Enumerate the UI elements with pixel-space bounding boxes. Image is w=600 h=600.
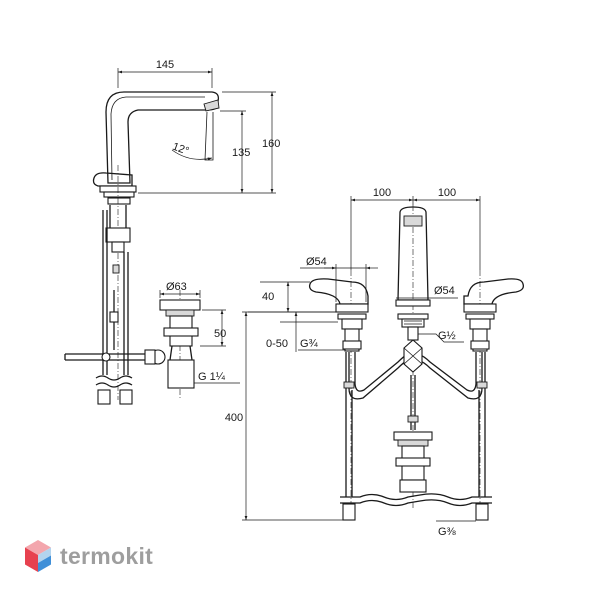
right-handle-base bbox=[463, 303, 497, 313]
dim-spout-thread: G½ bbox=[418, 330, 464, 343]
spout-rosette bbox=[395, 299, 431, 307]
rosette-left-label: Ø54 bbox=[306, 256, 327, 268]
clamp-nut bbox=[111, 241, 125, 253]
spout-connector bbox=[407, 326, 419, 341]
mixer-side-view bbox=[92, 91, 220, 405]
rod-clip bbox=[109, 311, 119, 323]
dim-hose-length: 400 bbox=[225, 311, 343, 521]
dim-outlet-height: 135 bbox=[220, 110, 250, 193]
deck-range-label: 0-50 bbox=[266, 338, 288, 350]
spout-body bbox=[105, 91, 220, 184]
left-handle bbox=[308, 278, 369, 305]
dim-waste-diameter: Ø63 bbox=[159, 281, 201, 298]
waste-right-nut bbox=[395, 457, 431, 467]
fixing-nut bbox=[107, 197, 131, 205]
spout-nut bbox=[401, 318, 425, 328]
rod-joint bbox=[101, 352, 111, 362]
hose-right-inner bbox=[417, 352, 477, 392]
rosette-right-label: Ø54 bbox=[434, 285, 455, 297]
t-piece-cross bbox=[403, 347, 423, 365]
spout-deck bbox=[397, 313, 429, 320]
hose-thread-label: G⅜ bbox=[438, 526, 457, 538]
dim-rosette-left: Ø54 bbox=[300, 256, 378, 302]
mixer-base bbox=[92, 172, 133, 187]
left-handle-base bbox=[335, 303, 369, 313]
left-deck bbox=[337, 313, 367, 320]
spout-reach-label: 145 bbox=[156, 59, 174, 71]
supply-left-mark bbox=[343, 381, 355, 389]
lever-housing bbox=[144, 349, 156, 365]
spout-height-label: 160 bbox=[262, 138, 280, 150]
dim-valve-thread: G¾ bbox=[298, 338, 345, 351]
dim-rosette-right: Ø54 bbox=[396, 285, 458, 299]
three-hole-mixer bbox=[308, 205, 524, 521]
deck-plate bbox=[103, 191, 135, 198]
hose-left-inner bbox=[354, 352, 409, 392]
right-deck bbox=[465, 313, 495, 320]
outlet-height-label: 135 bbox=[232, 147, 250, 159]
hose-wavy-right bbox=[95, 382, 133, 388]
brand-logo: termokit bbox=[24, 536, 153, 576]
dim-handle-height: 40 bbox=[248, 281, 336, 313]
supply-right-mark bbox=[476, 381, 488, 389]
dim-spacing: 100 100 bbox=[350, 187, 481, 270]
hose-end-left-right-view bbox=[342, 503, 356, 521]
water-jet bbox=[204, 111, 214, 161]
left-nut bbox=[341, 318, 363, 330]
spout-thread-lines bbox=[404, 320, 422, 325]
waste-height-label: 50 bbox=[214, 328, 226, 340]
hose-wavy-left bbox=[95, 375, 133, 381]
spout-angle-label: 12° bbox=[171, 141, 191, 158]
dim-spout-angle: 12° bbox=[171, 141, 213, 161]
dim-spout-height: 160 bbox=[138, 91, 280, 194]
dim-waste-thread: G 1¼ bbox=[194, 371, 240, 384]
spacing-left-label: 100 bbox=[373, 187, 391, 199]
brand-name: termokit bbox=[60, 542, 154, 569]
spacing-right-label: 100 bbox=[438, 187, 456, 199]
spout-highlight bbox=[110, 96, 205, 181]
dim-spout-reach: 145 bbox=[117, 59, 213, 88]
dim-waste-height: 50 bbox=[200, 309, 226, 347]
aerator bbox=[203, 99, 220, 112]
hose-end-right bbox=[119, 389, 133, 405]
popup-waste-left bbox=[64, 290, 201, 400]
right-handle bbox=[463, 278, 524, 305]
waste-neck bbox=[169, 345, 193, 361]
dim-hose-thread: G⅜ bbox=[436, 520, 476, 538]
break-line-top bbox=[340, 493, 492, 501]
waste-seal bbox=[165, 309, 195, 317]
hose-marker bbox=[112, 264, 120, 274]
dim-deck-range: 0-50 bbox=[266, 312, 338, 352]
right-nut bbox=[469, 318, 491, 330]
spout-outlet bbox=[403, 215, 423, 227]
handle-height-label: 40 bbox=[262, 291, 274, 303]
waste-flange bbox=[159, 299, 201, 311]
waste-nut bbox=[163, 327, 199, 337]
fixing-clamp bbox=[105, 227, 131, 243]
waste-diameter-label: Ø63 bbox=[166, 281, 187, 293]
waste-thread-label: G 1¼ bbox=[198, 371, 226, 383]
valve-thread-label: G¾ bbox=[300, 338, 319, 350]
hose-length-label: 400 bbox=[225, 412, 243, 424]
waste-right-tail bbox=[399, 479, 427, 493]
left-shank-nut bbox=[342, 340, 362, 350]
spout-thread-label: G½ bbox=[438, 330, 456, 342]
hose-end-right-right-view bbox=[475, 503, 489, 521]
spout-tower bbox=[397, 206, 429, 301]
waste-right-flange bbox=[393, 431, 433, 441]
waste-tail bbox=[167, 359, 195, 389]
hose-end-left bbox=[97, 389, 111, 405]
hose-left-outer bbox=[348, 352, 409, 400]
right-shank-nut bbox=[470, 340, 490, 350]
break-line-bottom bbox=[340, 499, 492, 507]
hexagon-logo-icon bbox=[25, 540, 51, 572]
popup-rod-mark bbox=[407, 415, 419, 423]
waste-right-seal bbox=[397, 439, 429, 447]
